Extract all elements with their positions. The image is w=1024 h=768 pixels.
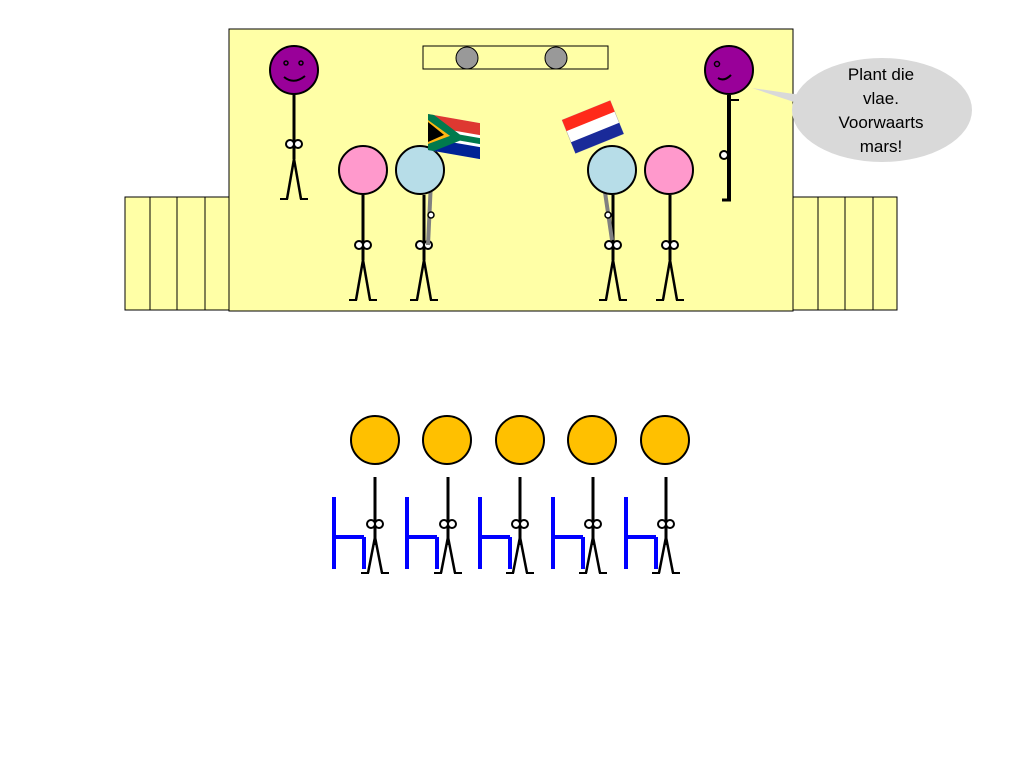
chair [624, 495, 658, 571]
chair [478, 495, 512, 571]
stage-person-pink-right [644, 145, 694, 302]
chair [551, 495, 585, 571]
stage [124, 28, 898, 312]
audience-chairs [332, 495, 658, 571]
speaker-right [704, 45, 754, 202]
speech-bubble-text: Plant die vlae. Voorwaarts mars! [806, 63, 956, 159]
speech-bubble [752, 58, 972, 162]
audience [350, 415, 690, 575]
audience-person [495, 415, 545, 575]
speaker-right-head [704, 45, 754, 95]
audience-person [567, 415, 617, 575]
chair [405, 495, 439, 571]
stage-platform [228, 28, 794, 312]
speech-line: vlae. [863, 89, 899, 108]
speech-line: mars! [859, 137, 903, 156]
flag-bearer-left [395, 145, 445, 302]
chair [332, 495, 366, 571]
rail-hole-left [455, 46, 479, 70]
speaker-left-head [269, 45, 319, 95]
audience-person [640, 415, 690, 575]
old-south-africa-flag [561, 100, 625, 154]
audience-person [422, 415, 472, 575]
flag-bearer-right [587, 145, 637, 302]
speech-line: Plant die [847, 65, 915, 84]
stage-person-pink-left [338, 145, 388, 302]
flag-pole-rail [422, 45, 609, 70]
speaker-left [269, 45, 319, 201]
speech-line: Voorwaarts [838, 113, 924, 132]
south-africa-flag [428, 114, 480, 160]
audience-person [350, 415, 400, 575]
rail-hole-right [544, 46, 568, 70]
